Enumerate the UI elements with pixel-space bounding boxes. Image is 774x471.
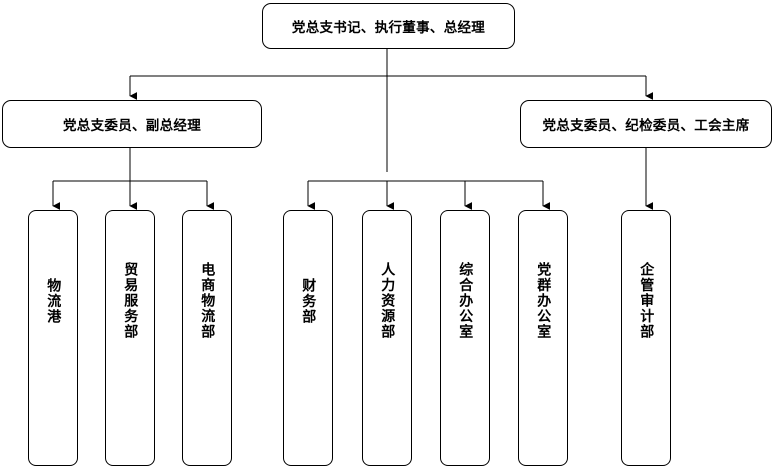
node-party-affairs-office-label: 党群办公室 xyxy=(535,262,552,340)
node-top-leader-label: 党总支书记、执行董事、总经理 xyxy=(291,20,486,36)
node-finance-dept[interactable]: 财务部 xyxy=(283,210,333,466)
node-logistics-port[interactable]: 物流港 xyxy=(28,210,78,466)
node-human-resources-dept[interactable]: 人力资源部 xyxy=(362,210,412,466)
node-logistics-port-label: 物流港 xyxy=(45,277,62,325)
node-general-office[interactable]: 综合办公室 xyxy=(440,210,490,466)
node-trade-service-dept[interactable]: 贸易服务部 xyxy=(105,210,155,466)
node-discipline-union-chair-label: 党总支委员、纪检委员、工会主席 xyxy=(542,118,750,134)
node-trade-service-dept-label: 贸易服务部 xyxy=(122,262,139,340)
node-discipline-union-chair[interactable]: 党总支委员、纪检委员、工会主席 xyxy=(520,100,772,148)
node-enterprise-audit-dept-label: 企管审计部 xyxy=(638,262,655,340)
node-deputy-general-manager[interactable]: 党总支委员、副总经理 xyxy=(2,100,262,148)
node-top-leader[interactable]: 党总支书记、执行董事、总经理 xyxy=(262,3,515,49)
node-finance-dept-label: 财务部 xyxy=(300,277,317,325)
node-party-affairs-office[interactable]: 党群办公室 xyxy=(518,210,568,466)
node-general-office-label: 综合办公室 xyxy=(457,262,474,340)
node-ecommerce-logistics-dept[interactable]: 电商物流部 xyxy=(182,210,232,466)
node-enterprise-audit-dept[interactable]: 企管审计部 xyxy=(621,210,671,466)
node-deputy-general-manager-label: 党总支委员、副总经理 xyxy=(63,118,201,134)
node-ecommerce-logistics-dept-label: 电商物流部 xyxy=(199,262,216,340)
node-human-resources-dept-label: 人力资源部 xyxy=(379,262,396,340)
